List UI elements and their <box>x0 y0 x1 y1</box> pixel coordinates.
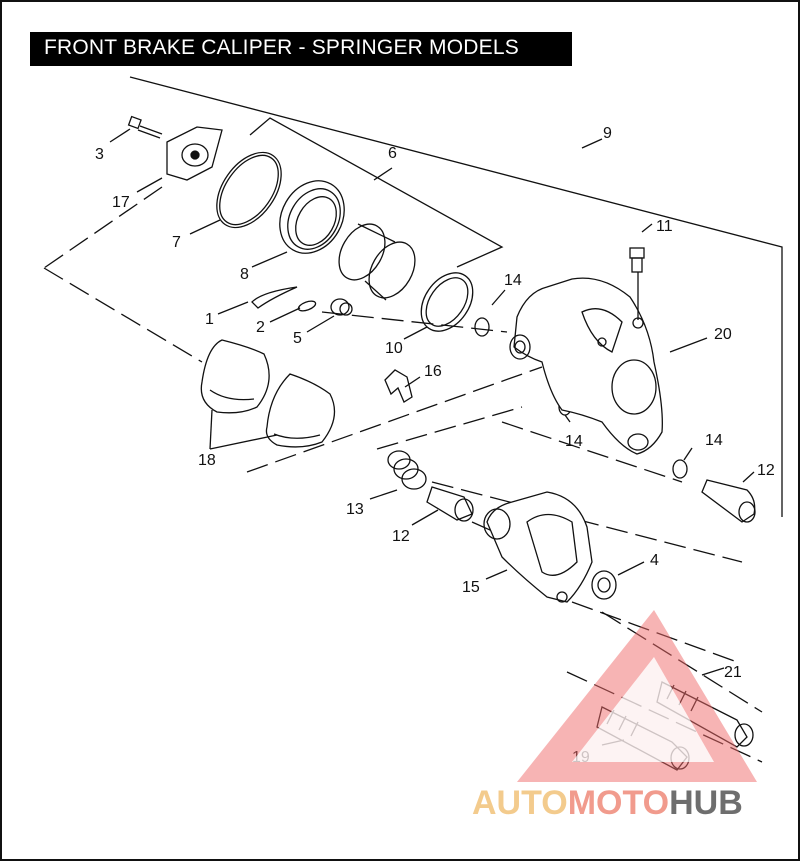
part-18-brake-pads <box>200 339 336 448</box>
callout-7: 7 <box>172 234 181 251</box>
part-12-mounting-pin-left <box>426 486 474 522</box>
part-3-bolt <box>127 115 163 139</box>
part-7-retaining-ring <box>216 151 282 229</box>
title-bar: FRONT BRAKE CALIPER - SPRINGER MODELS <box>30 32 572 66</box>
part-8-dust-boot <box>279 180 345 254</box>
part-17-pad-pin-plug <box>166 126 223 181</box>
callout-12-right: 12 <box>757 462 775 479</box>
part-12-mounting-pin-right <box>701 479 756 523</box>
callout-labels: 3 17 7 8 1 2 5 10 6 9 11 14 20 16 18 14 … <box>95 125 775 766</box>
part-4-washer <box>591 570 617 600</box>
callout-4: 4 <box>650 552 659 569</box>
callout-18: 18 <box>198 452 216 469</box>
callout-5: 5 <box>293 330 302 347</box>
callout-10: 10 <box>385 340 403 357</box>
watermark-text: AUTOMOTOHUB <box>472 784 743 822</box>
callout-14-middle: 14 <box>565 433 583 450</box>
callout-15: 15 <box>462 579 480 596</box>
callout-12-left: 12 <box>392 528 410 545</box>
automotohub-watermark: AUTOMOTOHUB <box>472 610 757 822</box>
part-20-caliper-body <box>509 277 663 455</box>
callout-14-top: 14 <box>504 272 522 289</box>
part-1-cotter-pin <box>251 286 298 309</box>
callout-1: 1 <box>205 311 214 328</box>
part-6-piston <box>338 223 416 301</box>
callout-14-right: 14 <box>705 432 723 449</box>
callout-11: 11 <box>656 218 673 235</box>
part-13-pin-boot <box>387 450 427 490</box>
callout-9: 9 <box>603 125 612 142</box>
bracket-6 <box>249 117 504 268</box>
part-14-o-ring-right <box>672 459 688 479</box>
part-11-bleeder-valve <box>629 247 645 320</box>
callout-13: 13 <box>346 501 364 518</box>
part-14-o-ring-top <box>474 317 490 337</box>
page-title: FRONT BRAKE CALIPER - SPRINGER MODELS <box>44 36 519 59</box>
callout-20: 20 <box>714 326 732 343</box>
part-5-bushing <box>330 298 353 316</box>
callout-16: 16 <box>424 363 442 380</box>
callout-8: 8 <box>240 266 249 283</box>
part-10-seal <box>420 272 474 332</box>
callout-6: 6 <box>388 145 397 162</box>
bracket-9 <box>129 76 783 517</box>
callout-2: 2 <box>256 319 265 336</box>
part-15-caliper-bracket <box>483 491 593 603</box>
part-2-pin <box>297 300 317 312</box>
part-16-clip <box>384 369 413 403</box>
callout-3: 3 <box>95 146 104 163</box>
callout-21: 21 <box>724 664 742 681</box>
callout-17: 17 <box>112 194 130 211</box>
leader-lines <box>109 128 755 746</box>
